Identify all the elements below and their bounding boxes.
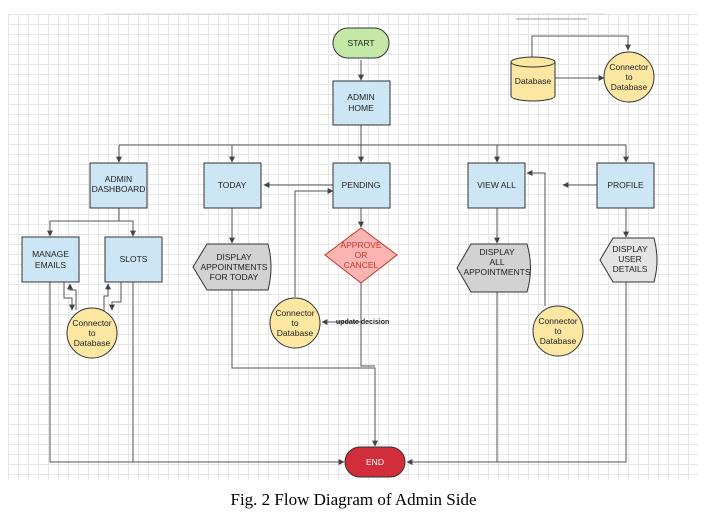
manage-emails-node: MANAGE EMAILS — [21, 236, 80, 283]
admin-dashboard-label-1: ADMIN — [105, 174, 132, 184]
manage-emails-label-1: MANAGE — [32, 249, 69, 259]
pending-node: PENDING — [332, 162, 391, 209]
edge-slots-connector — [109, 282, 122, 311]
edge-connector-pending — [294, 188, 334, 297]
display-today-label-1: DISPLAY — [216, 252, 252, 262]
connector-viewall-label-1: Connector — [538, 316, 577, 326]
edge-displaytoday-end — [231, 290, 378, 447]
connector-pending-label-1: Connector — [275, 308, 314, 318]
figure-caption: Fig. 2 Flow Diagram of Admin Side — [230, 490, 477, 509]
connector-viewall-label-2: to — [554, 326, 561, 336]
update-decision-label: update decision — [336, 319, 389, 326]
edge-connector-slots — [103, 283, 111, 312]
slots-label: SLOTS — [120, 254, 148, 264]
start-node: START — [332, 27, 390, 59]
end-label: END — [366, 457, 384, 467]
connector-slots-label-3: Database — [74, 338, 111, 348]
start-label: START — [347, 38, 374, 48]
approve-cancel-label-1: APPROVE — [340, 240, 381, 250]
approve-cancel-label-3: CANCEL — [344, 260, 379, 270]
approve-cancel-label-2: OR — [355, 250, 368, 260]
edge-displayall-end — [406, 292, 498, 465]
edge-decision-connector — [321, 283, 362, 325]
approve-cancel-node: APPROVE OR CANCEL — [324, 227, 398, 284]
admin-home-label-2: HOME — [348, 103, 374, 113]
display-today-label-3: FOR TODAY — [210, 272, 259, 282]
connector-top-node: Connector to Database — [603, 51, 655, 103]
profile-label: PROFILE — [607, 180, 644, 190]
pending-label: PENDING — [342, 180, 381, 190]
edge-db-connector — [531, 35, 631, 58]
display-user-node: DISPLAY USER DETAILS — [599, 237, 658, 283]
connector-viewall-label-3: Database — [540, 336, 577, 346]
edge-connector-viewall — [526, 170, 546, 306]
connector-pending-node: Connector to Database — [269, 297, 321, 349]
database-label: Database — [515, 76, 552, 86]
connector-top-label-3: Database — [611, 82, 648, 92]
manage-emails-label-2: EMAILS — [35, 260, 67, 270]
admin-dashboard-label-2: DASHBOARD — [92, 184, 146, 194]
display-today-label-2: APPOINTMENTS — [200, 262, 267, 272]
today-label: TODAY — [218, 180, 247, 190]
admin-dashboard-node: ADMIN DASHBOARD — [89, 162, 148, 209]
edge-connector-emails — [67, 283, 77, 310]
edge-emails-connector — [63, 282, 75, 311]
profile-node: PROFILE — [596, 162, 655, 209]
today-node: TODAY — [203, 162, 262, 209]
display-user-label-2: USER — [618, 254, 642, 264]
edge-dashboard-emails — [47, 208, 120, 237]
display-all-node: DISPLAY ALL APPOINTMENTS — [456, 243, 531, 293]
connector-slots-label-1: Connector — [72, 318, 111, 328]
edge-dashboard-slots — [119, 220, 136, 237]
admin-home-label-1: ADMIN — [347, 92, 374, 102]
edge-emails-end — [49, 282, 345, 465]
view-all-node: VIEW ALL — [467, 162, 526, 209]
display-all-label-3: APPOINTMENTS — [463, 267, 530, 277]
edges — [47, 35, 631, 465]
edge-decision-end — [360, 322, 375, 367]
admin-home-node: ADMIN HOME — [332, 80, 391, 126]
display-all-label-2: ALL — [489, 257, 504, 267]
connector-slots-label-2: to — [88, 328, 95, 338]
connector-slots-node: Connector to Database — [66, 307, 118, 359]
connector-top-label-1: Connector — [609, 62, 648, 72]
database-node: Database — [510, 56, 556, 102]
display-user-label-1: DISPLAY — [612, 244, 648, 254]
connector-top-label-2: to — [625, 72, 632, 82]
display-all-label-1: DISPLAY — [479, 247, 515, 257]
connector-pending-label-3: Database — [277, 328, 314, 338]
display-user-label-3: DETAILS — [613, 264, 648, 274]
connector-viewall-node: Connector to Database — [532, 305, 584, 357]
end-node: END — [344, 446, 406, 478]
slots-node: SLOTS — [104, 236, 163, 283]
edge-displayuser-end — [497, 282, 627, 463]
display-today-node: DISPLAY APPOINTMENTS FOR TODAY — [192, 243, 272, 291]
connector-pending-label-2: to — [291, 318, 298, 328]
view-all-label: VIEW ALL — [477, 180, 516, 190]
